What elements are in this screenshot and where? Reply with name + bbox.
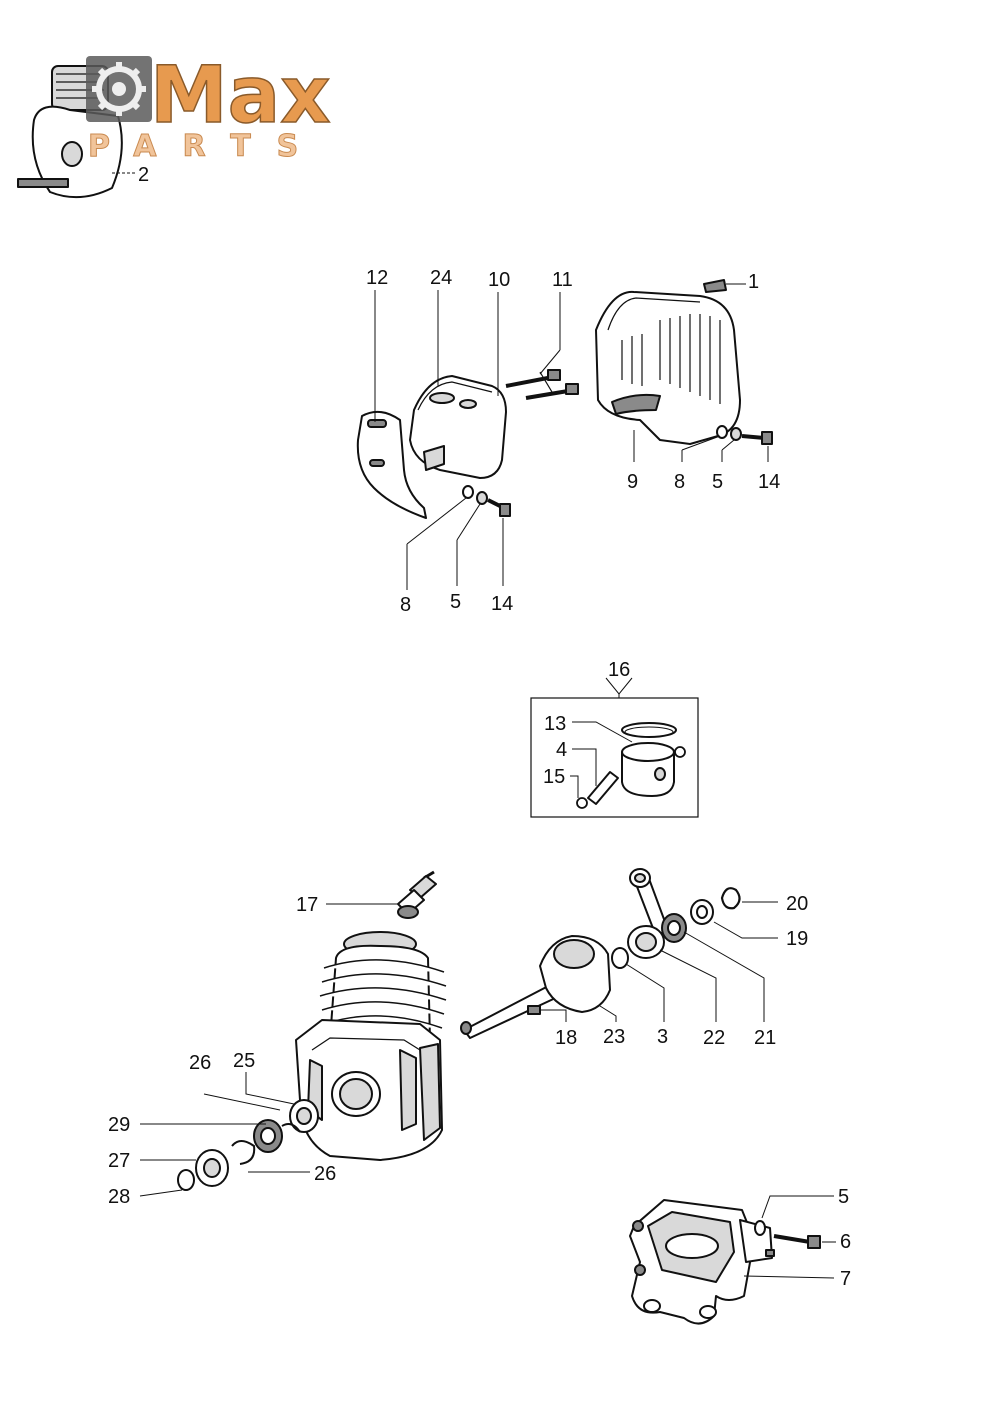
muffler-screws xyxy=(505,369,579,400)
callout-18: 18 xyxy=(555,1027,577,1049)
callout-15: 15 xyxy=(543,766,565,788)
cover-fasteners xyxy=(716,425,773,445)
callout-6: 6 xyxy=(840,1231,851,1253)
callout-23: 23 xyxy=(603,1026,625,1048)
callout-26-top: 26 xyxy=(189,1052,211,1074)
thrust-washer xyxy=(611,947,629,969)
circlip-20 xyxy=(720,887,741,910)
logo-subword: PARTS xyxy=(88,129,324,164)
heat-shield-plate xyxy=(356,410,427,519)
callout-10: 10 xyxy=(488,269,510,291)
needle-bearing xyxy=(661,913,687,943)
callout-8-bottom: 8 xyxy=(400,594,411,616)
callout-29: 29 xyxy=(108,1114,130,1136)
callout-7: 7 xyxy=(840,1268,851,1290)
muffler-leaders xyxy=(374,283,769,590)
callout-2: 2 xyxy=(138,164,149,186)
callout-16: 16 xyxy=(608,659,630,681)
engine-leaders xyxy=(139,901,836,1279)
callout-5-top: 5 xyxy=(712,471,723,493)
callout-25: 25 xyxy=(233,1050,255,1072)
engine-thumbnail-icon xyxy=(17,65,123,199)
cover-screw xyxy=(703,279,727,293)
callout-1: 1 xyxy=(748,271,759,293)
spark-plug xyxy=(397,870,437,919)
logo-word: Max xyxy=(150,51,331,141)
muffler-cover xyxy=(595,290,741,445)
callout-20: 20 xyxy=(786,893,808,915)
callout-19: 19 xyxy=(786,928,808,950)
callout-5-mount: 5 xyxy=(838,1186,849,1208)
callout-22: 22 xyxy=(703,1027,725,1049)
callout-24: 24 xyxy=(430,267,452,289)
muffler-assembly xyxy=(356,279,773,519)
callout-28: 28 xyxy=(108,1186,130,1208)
crankcase xyxy=(295,1019,443,1161)
callout-21: 21 xyxy=(754,1027,776,1049)
callout-9: 9 xyxy=(627,471,638,493)
callout-11: 11 xyxy=(552,269,573,291)
callout-17: 17 xyxy=(296,894,318,916)
callout-3: 3 xyxy=(657,1026,668,1048)
logo: Max PARTS 2 xyxy=(17,50,331,199)
callout-5-bottom: 5 xyxy=(450,591,461,613)
crankshaft xyxy=(460,935,611,1039)
callout-14-top: 14 xyxy=(758,471,780,493)
callout-8-top: 8 xyxy=(674,471,685,493)
shaft-key xyxy=(527,1005,541,1015)
callout-27: 27 xyxy=(108,1150,130,1172)
callout-26-bottom: 26 xyxy=(314,1163,336,1185)
muffler-body xyxy=(409,375,507,479)
engine-mount xyxy=(629,1199,821,1325)
engine-assembly xyxy=(177,868,821,1325)
bearings-seals xyxy=(177,1099,319,1191)
callout-13: 13 xyxy=(544,713,566,735)
gear-icon xyxy=(86,56,152,122)
callout-14-bottom: 14 xyxy=(491,593,513,615)
muffler-fasteners xyxy=(462,485,511,517)
connecting-rod xyxy=(627,868,669,959)
callout-4: 4 xyxy=(556,739,567,761)
piston-kit xyxy=(530,677,699,818)
callout-12: 12 xyxy=(366,267,388,289)
